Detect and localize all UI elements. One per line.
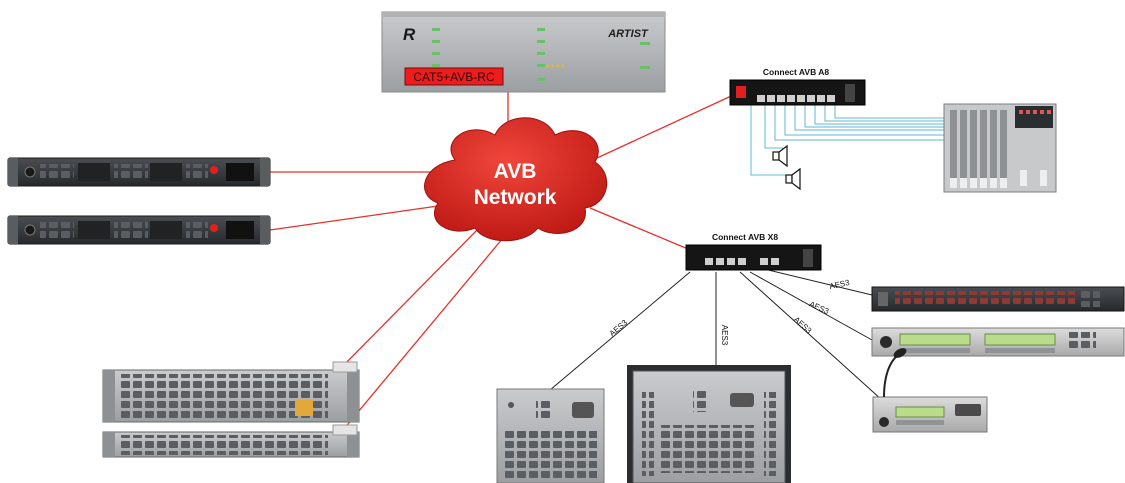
analog-links	[750, 103, 945, 176]
intercom-panel-1[interactable]	[7, 157, 271, 187]
microphone-icon	[883, 355, 898, 398]
desk-station[interactable]	[872, 346, 988, 433]
aes3-label-1: AES3	[829, 278, 851, 291]
mixer-console-icon[interactable]	[943, 103, 1057, 193]
switch-a8-title: Connect AVB A8	[763, 67, 830, 77]
link-switch-x8	[589, 207, 701, 255]
link-stagebox-1	[336, 224, 483, 373]
riedel-logo: R	[403, 25, 416, 44]
rack-stagebox-2[interactable]	[102, 424, 360, 458]
matrix-frame[interactable]: R CAT5+AVB-RC ARTIST	[381, 11, 666, 93]
switch-x8[interactable]: Connect AVB X8	[685, 232, 822, 271]
aes3-label-3: AES3	[792, 315, 814, 336]
avb-network-cloud[interactable]: AVB Network	[424, 117, 608, 242]
aes3-links	[549, 267, 883, 401]
aes3-label-5: AES3	[608, 318, 630, 338]
rack-unit-red[interactable]	[871, 286, 1125, 312]
artist-logo: ARTIST	[607, 28, 649, 40]
rack-unit-green[interactable]	[871, 327, 1125, 357]
switch-x8-title: Connect AVB X8	[712, 232, 778, 242]
rack-stagebox-1[interactable]	[102, 361, 360, 423]
avb-label: AVB	[494, 160, 537, 183]
aes3-label-2: AES3	[808, 299, 831, 316]
switch-a8[interactable]: Connect AVB A8	[729, 67, 866, 106]
matrix-label: CAT5+AVB-RC	[413, 70, 495, 84]
link-switch-a8	[596, 84, 756, 159]
speaker-icon	[772, 144, 801, 191]
aes3-label-4: AES3	[720, 325, 729, 346]
link-stagebox-2	[342, 231, 509, 431]
link-rack-2	[269, 204, 446, 231]
network-links	[269, 84, 756, 431]
intercom-panel-2[interactable]	[7, 215, 271, 245]
wall-stagebox-2[interactable]	[627, 365, 791, 483]
network-label: Network	[474, 186, 557, 209]
wall-stagebox-1[interactable]	[496, 388, 605, 483]
